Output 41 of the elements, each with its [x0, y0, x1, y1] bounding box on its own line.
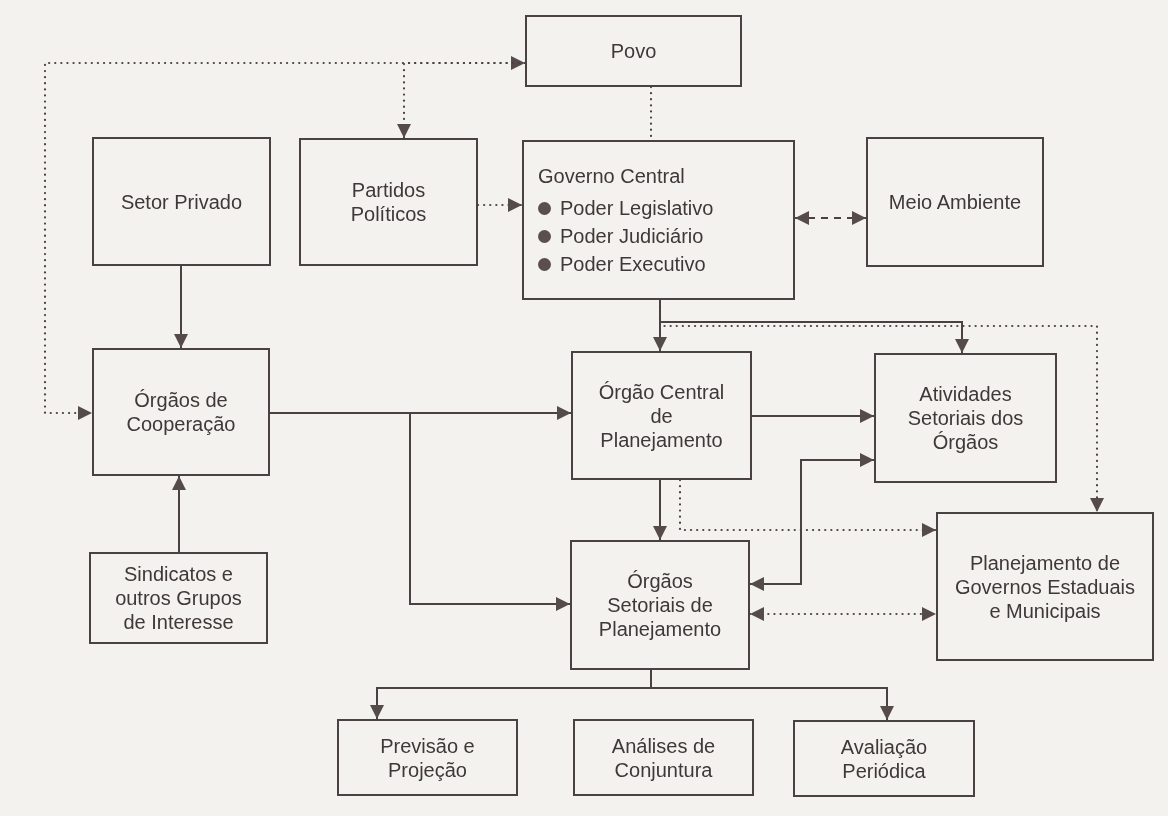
dotted-arrow	[795, 211, 866, 225]
box-label: Órgão Central de Planejamento	[597, 379, 726, 452]
process-box	[571, 351, 752, 480]
arrow	[751, 409, 875, 423]
arrow	[174, 265, 188, 349]
process-box	[866, 137, 1044, 267]
list-item: Poder Legislativo	[560, 196, 714, 220]
box-label: Partidos Políticos	[349, 178, 428, 226]
box-label: Sindicatos e outros Grupos de Interesse	[114, 562, 243, 634]
box-label: Meio Ambiente	[888, 190, 1022, 214]
box-label: Previsão e Projeção	[379, 733, 476, 782]
box-label: Atividades Setoriais dos Órgãos	[906, 382, 1025, 454]
process-box	[522, 140, 795, 300]
arrow	[172, 475, 186, 553]
box-label: Análises de Conjuntura	[610, 733, 717, 782]
box-label: Avaliação Periódica	[839, 734, 929, 783]
process-box	[525, 15, 742, 87]
list-item: Poder Judiciário	[560, 224, 704, 248]
process-box	[793, 720, 975, 797]
arrow	[659, 299, 969, 354]
arrow	[653, 479, 667, 541]
box-label: Órgãos Setoriais de Planejamento	[597, 569, 723, 641]
box-label: Setor Privado	[120, 189, 243, 214]
dotted-arrow	[678, 478, 938, 537]
process-box	[92, 348, 270, 476]
process-box	[337, 719, 518, 796]
box-label: Planejamento de Governos Estaduais e Municipais	[954, 550, 1136, 623]
process-box	[570, 540, 750, 670]
process-box	[299, 138, 478, 266]
box-label: Órgãos de Cooperação	[125, 388, 237, 436]
process-box	[573, 719, 754, 796]
box-heading: Governo Central	[538, 164, 685, 188]
arrow	[650, 669, 894, 721]
dotted-arrow	[397, 56, 527, 140]
process-box	[936, 512, 1154, 661]
box-label: Povo	[610, 39, 657, 63]
process-box	[89, 552, 268, 644]
process-box	[92, 137, 271, 266]
arrow	[749, 453, 875, 591]
list-item: Poder Executivo	[560, 252, 706, 276]
process-box	[874, 353, 1057, 483]
